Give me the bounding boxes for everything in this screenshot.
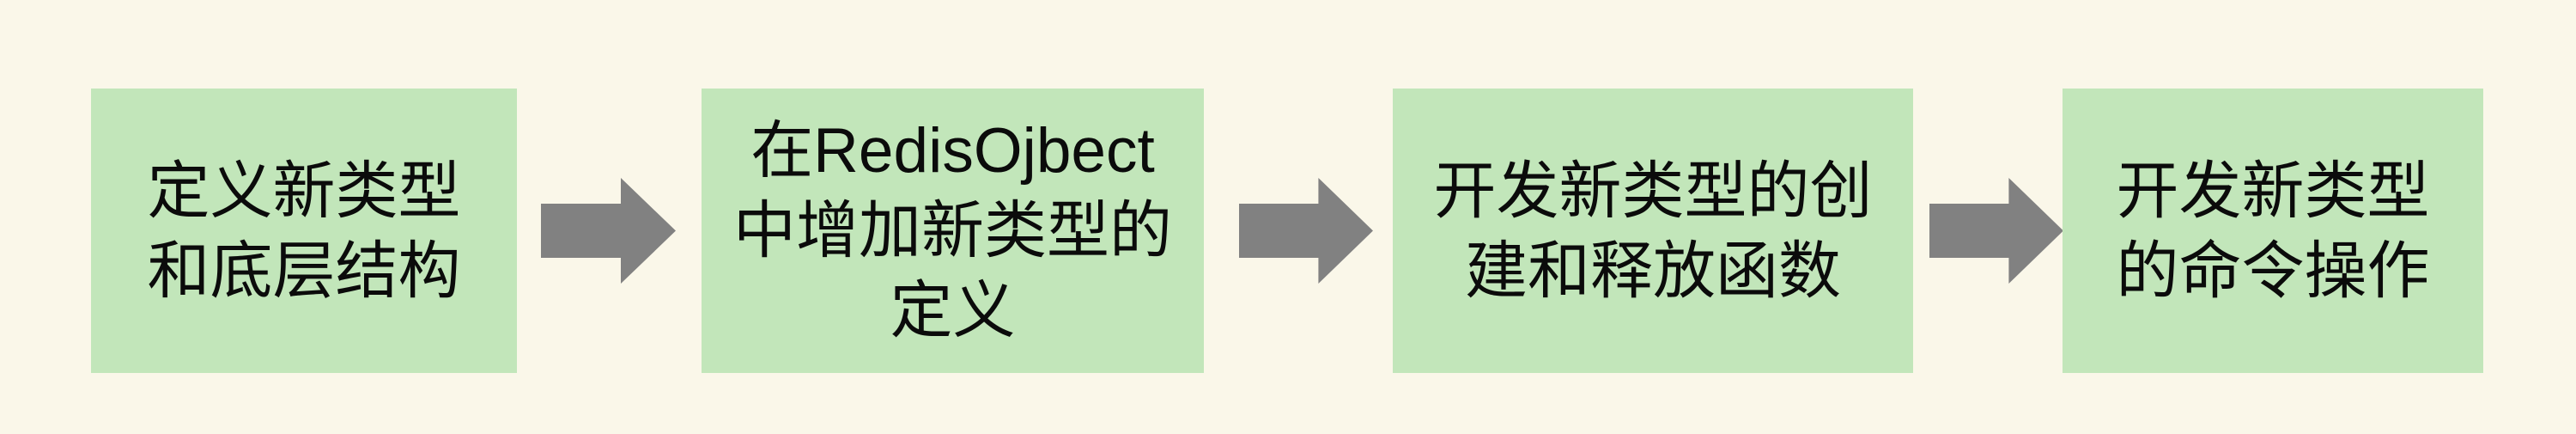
- right-arrow-icon: [1239, 178, 1373, 284]
- step-box-create-free-functions: 开发新类型的创 建和释放函数: [1393, 89, 1913, 373]
- step-text-line: 在RedisOjbect: [750, 116, 1155, 186]
- step-text-line: 中增加新类型的: [733, 196, 1172, 266]
- step-text-line: 定义新类型: [147, 156, 461, 226]
- step-text-line: 开发新类型的创: [1433, 156, 1873, 226]
- step-box-command-operations: 开发新类型 的命令操作: [2063, 89, 2483, 373]
- step-text-line: 建和释放函数: [1465, 235, 1841, 306]
- right-arrow-icon: [1929, 178, 2063, 284]
- step-text-line: 定义: [890, 276, 1016, 345]
- step-text-line: 和底层结构: [147, 235, 461, 306]
- step-text-line: 的命令操作: [2116, 235, 2430, 306]
- step-box-add-redisobject-definition: 在RedisOjbect 中增加新类型的 定义: [702, 89, 1204, 373]
- right-arrow-icon: [541, 178, 676, 284]
- step-box-define-new-type: 定义新类型 和底层结构: [91, 89, 517, 373]
- step-text-line: 开发新类型: [2116, 156, 2430, 226]
